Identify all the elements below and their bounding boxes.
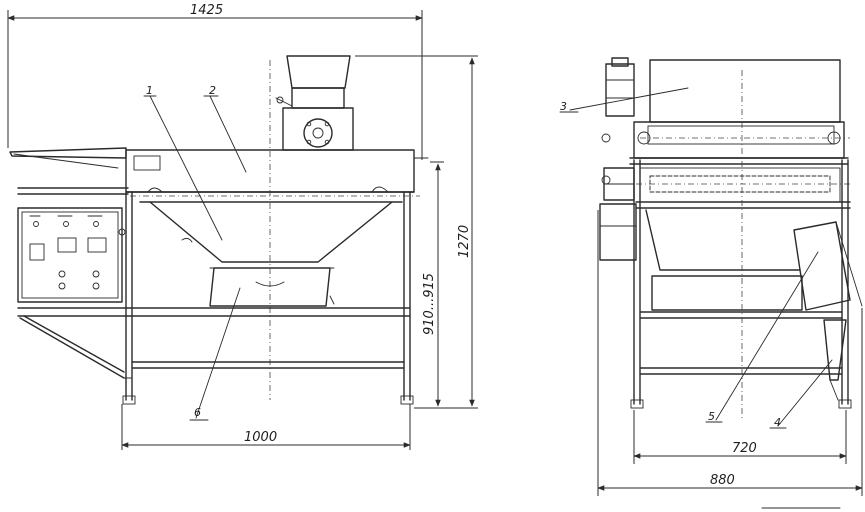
callout-6: 6 xyxy=(189,287,241,421)
front-view: 1425 xyxy=(7,3,478,450)
dimension-table-height: 910...915 xyxy=(414,161,444,409)
side-view: 720 880 3 5 4 xyxy=(559,57,863,509)
callout-1: 1 xyxy=(143,84,223,241)
base-frame xyxy=(17,191,414,405)
dimension-total-length-text: 1425 xyxy=(190,3,223,18)
svg-text:1: 1 xyxy=(146,84,153,97)
dimension-side-total-width-text: 880 xyxy=(710,473,735,488)
svg-text:2: 2 xyxy=(209,84,216,97)
dimension-base-length-text: 1000 xyxy=(244,430,277,445)
dimension-total-height-text: 1270 xyxy=(457,225,472,258)
dimension-total-height: 1270 xyxy=(355,55,478,409)
control-panel xyxy=(17,207,126,303)
dimension-total-length: 1425 xyxy=(7,3,423,160)
svg-text:6: 6 xyxy=(194,406,201,419)
dimension-side-inner-width: 720 xyxy=(633,410,847,464)
svg-text:3: 3 xyxy=(560,100,567,113)
side-tray xyxy=(793,221,851,311)
dimension-table-height-text: 910...915 xyxy=(422,273,437,335)
callout-2: 2 xyxy=(203,84,247,173)
side-motors xyxy=(599,57,637,261)
svg-text:5: 5 xyxy=(708,410,715,423)
side-rollers xyxy=(629,121,851,209)
callout-4: 4 xyxy=(769,359,833,429)
feed-tray xyxy=(9,147,129,195)
dimension-side-inner-width-text: 720 xyxy=(732,441,757,456)
dimension-side-total-width: 880 xyxy=(597,210,863,509)
upper-hopper xyxy=(649,59,841,123)
callout-5: 5 xyxy=(705,251,819,423)
side-chute xyxy=(645,209,863,401)
top-hopper xyxy=(275,55,354,151)
dimension-base-length: 1000 xyxy=(121,404,411,450)
side-base xyxy=(630,70,852,420)
svg-text:4: 4 xyxy=(774,416,781,429)
main-frame xyxy=(125,60,429,400)
callout-3: 3 xyxy=(559,87,689,113)
